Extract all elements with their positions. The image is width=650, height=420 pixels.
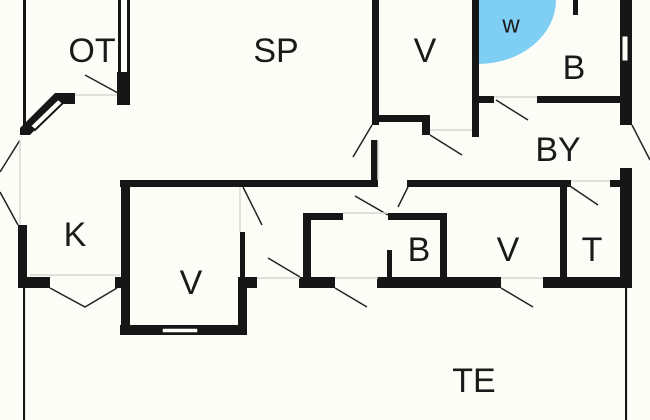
walls <box>18 0 632 420</box>
room-label-v-top: V <box>414 32 437 70</box>
room-label-t: T <box>582 231 603 269</box>
whirlpool-area <box>478 0 556 64</box>
room-label-w: w <box>501 11 520 38</box>
room-label-v-mid: V <box>497 231 520 269</box>
room-label-k: K <box>64 216 87 254</box>
room-label-b-top: B <box>563 49 586 87</box>
room-label-b-mid: B <box>408 231 431 269</box>
room-label-ot: OT <box>68 32 115 70</box>
door-swings <box>0 74 650 308</box>
room-label-sp: SP <box>253 32 298 70</box>
room-label-by: BY <box>535 131 580 169</box>
room-label-te: TE <box>452 362 495 400</box>
room-labels: OT SP V w B BY K V B V T TE <box>64 11 603 400</box>
room-label-v-left: V <box>180 264 203 302</box>
